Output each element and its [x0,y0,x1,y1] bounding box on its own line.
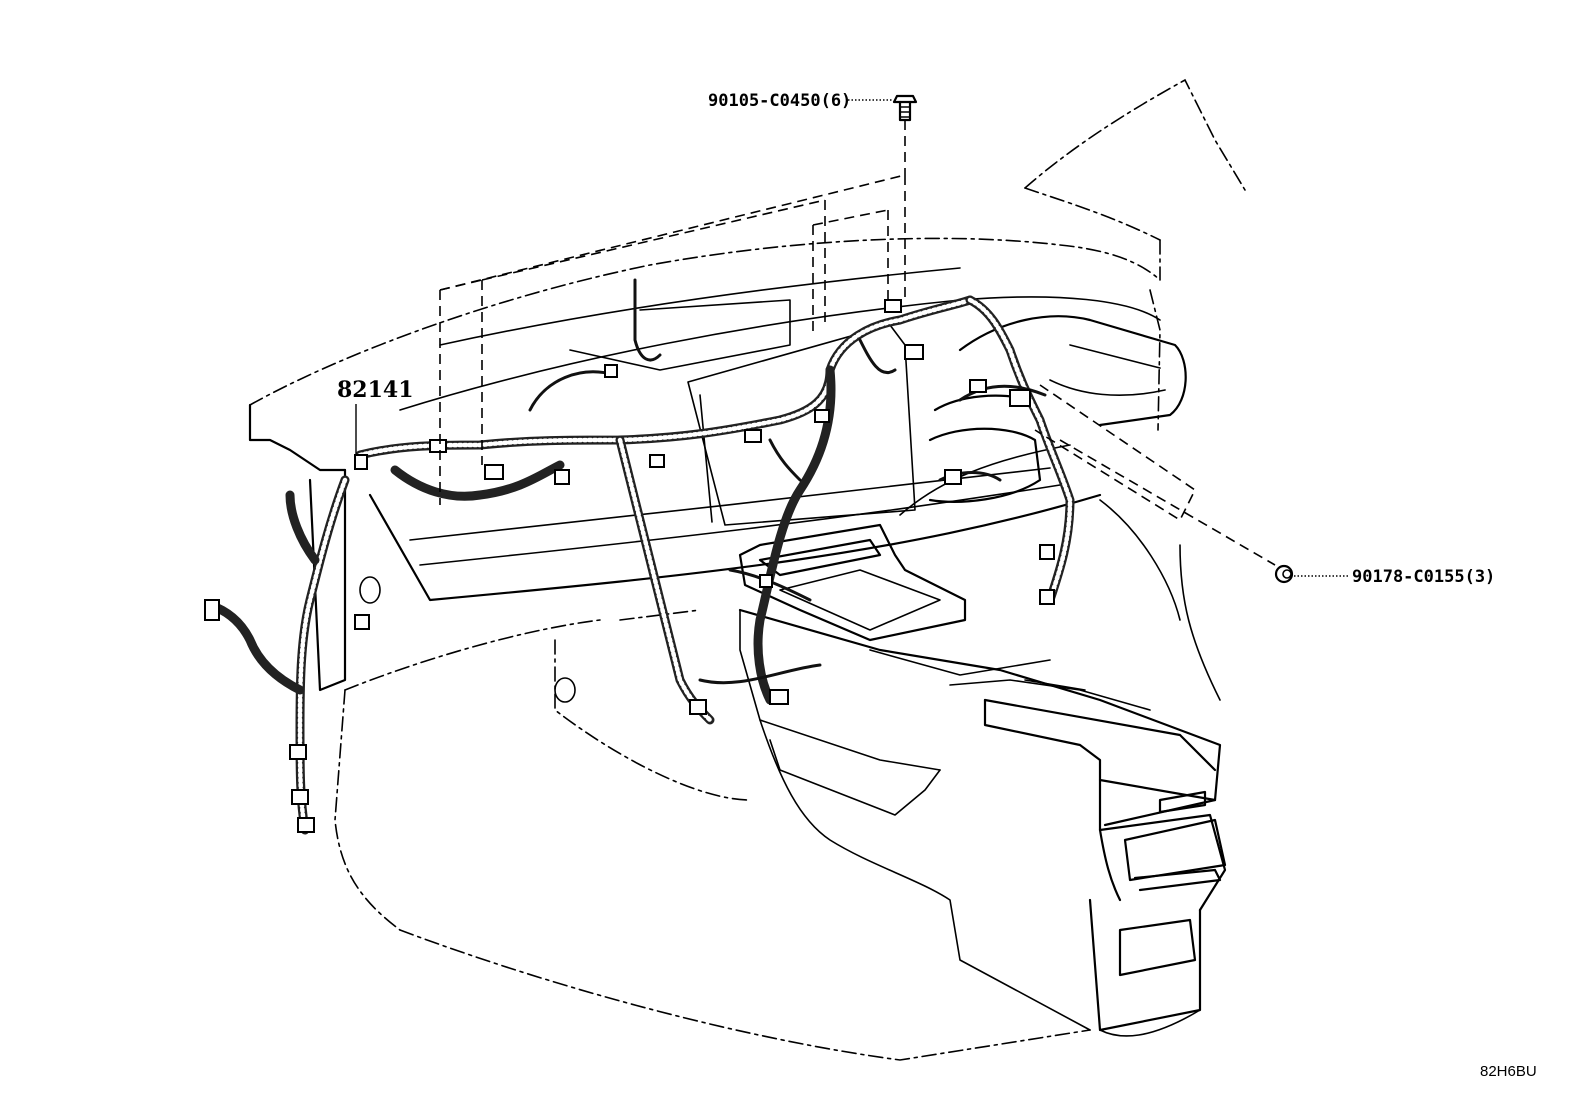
instrument-panel-outline [248,78,1246,931]
bolt-icon [892,94,918,122]
figure-code: 82H6BU [1480,1063,1537,1080]
callout-bolt: 90105-C0450(6) [708,91,851,111]
wiring-harness-82141 [204,278,1075,835]
installation-guide-lines [439,120,1276,566]
callout-clip: 90178-C0155(3) [1352,567,1495,587]
clip-nut-icon [1274,564,1294,584]
center-console-outline [399,499,1227,1061]
callout-harness: 82141 [337,377,414,403]
